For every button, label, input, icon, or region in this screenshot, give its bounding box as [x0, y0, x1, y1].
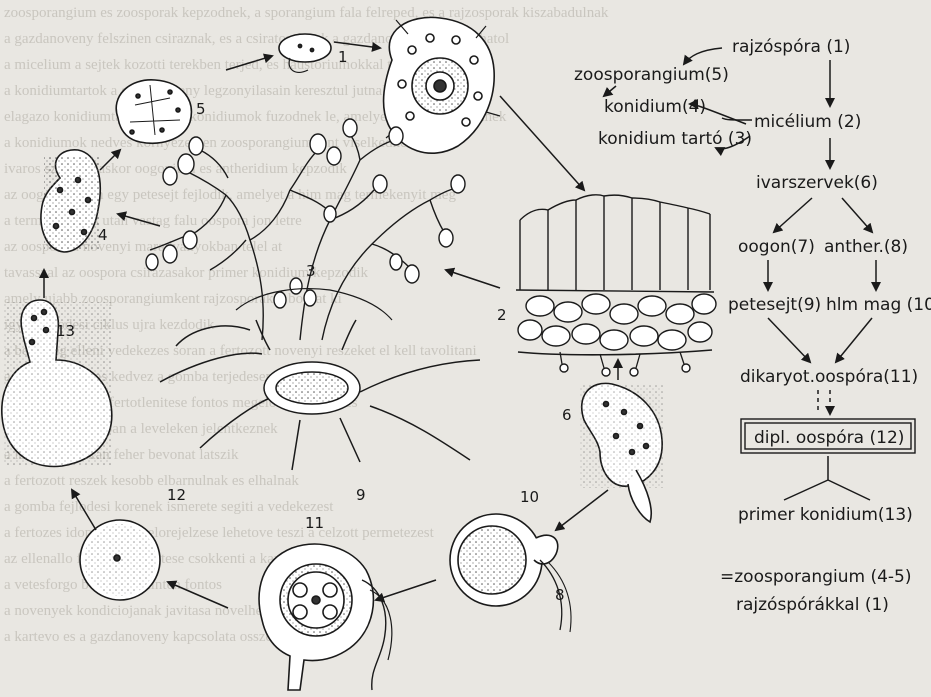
diploid-oospore-drawing [80, 520, 160, 600]
scheme-rajzospora: rajzóspóra (1) [732, 37, 850, 57]
scheme-petesejt: petesejt(9) [728, 295, 821, 315]
arrow-ivarszervek-to-antheridium [842, 198, 872, 232]
conidiophore-drawing [146, 119, 465, 340]
scheme-ivarszervek: ivarszervek(6) [756, 173, 878, 193]
scheme-zoosporangium-final: =zoosporangium (4-5) [720, 567, 911, 587]
stage-number-5: 5 [196, 100, 206, 118]
scheme-dikaryot-oospora: dikaryot.oospóra(11) [740, 367, 918, 387]
stage-number-12: 12 [167, 486, 186, 504]
arrow-ivarszervek-to-oogon [774, 198, 812, 232]
stage-number-10: 10 [520, 488, 539, 506]
stage-number-9: 9 [356, 486, 366, 504]
scheme-rajzosporakkal: rajzóspórákkal (1) [736, 595, 889, 615]
arrow-4-to-5 [100, 150, 120, 170]
scheme-antheridium: anther.(8) [824, 237, 908, 257]
arrow-2-to-3 [446, 270, 500, 288]
life-cycle-scheme: rajzóspóra (1) zoosporangium(5) konidium… [574, 37, 931, 615]
arrow-5-to-1 [226, 56, 272, 70]
oogonium-drawing [259, 544, 392, 690]
host-tissue-drawing [160, 289, 480, 470]
scheme-oogon: oogon(7) [738, 237, 815, 257]
scheme-primer-konidium: primer konidium(13) [738, 505, 913, 525]
arrow-11-to-12 [168, 582, 228, 608]
arrow-1-to-2 [500, 96, 584, 190]
arrow-6-to-10 [556, 490, 608, 530]
conidium-drawing [41, 150, 100, 252]
stage-number-3: 3 [306, 262, 316, 280]
arrow-3-to-4 [118, 214, 160, 226]
arrow-petesejt-to-dikaryot [768, 318, 810, 362]
branch-dipl-to-primer [784, 456, 870, 500]
stage-number-4: 4 [98, 226, 108, 244]
stage-number-11: 11 [305, 514, 324, 532]
arrow-10-to-11 [376, 580, 436, 600]
stage-number-13: 13 [56, 322, 75, 340]
scheme-konidium: konidium(4) [604, 97, 706, 117]
scheme-konidium-tarto: konidium tartó (3) [598, 129, 752, 149]
zoospore-drawing [279, 34, 331, 72]
scheme-micelium: micélium (2) [754, 112, 861, 132]
arrow-zoosporangium-link [604, 86, 616, 96]
stage-number-2: 2 [497, 306, 507, 324]
stage-number-8: 8 [555, 586, 565, 604]
scheme-zoosporangium: zoosporangium(5) [574, 65, 729, 85]
arrow-hlm-mag-to-dikaryot [836, 318, 872, 362]
scheme-hlm-mag: hlm mag (10 [826, 295, 931, 315]
zoosporangium-drawing [116, 80, 191, 143]
scheme-dipl-oospora: dipl. oospóra (12) [754, 428, 904, 448]
arrow-12-to-13 [72, 490, 96, 530]
leaf-cross-section-drawing [516, 195, 716, 376]
arrow-rajzospora-from-zoosporangium [684, 48, 722, 64]
stage-number-1: 1 [338, 48, 348, 66]
antheridium-drawing [450, 514, 571, 632]
stage-number-6: 6 [562, 406, 572, 424]
